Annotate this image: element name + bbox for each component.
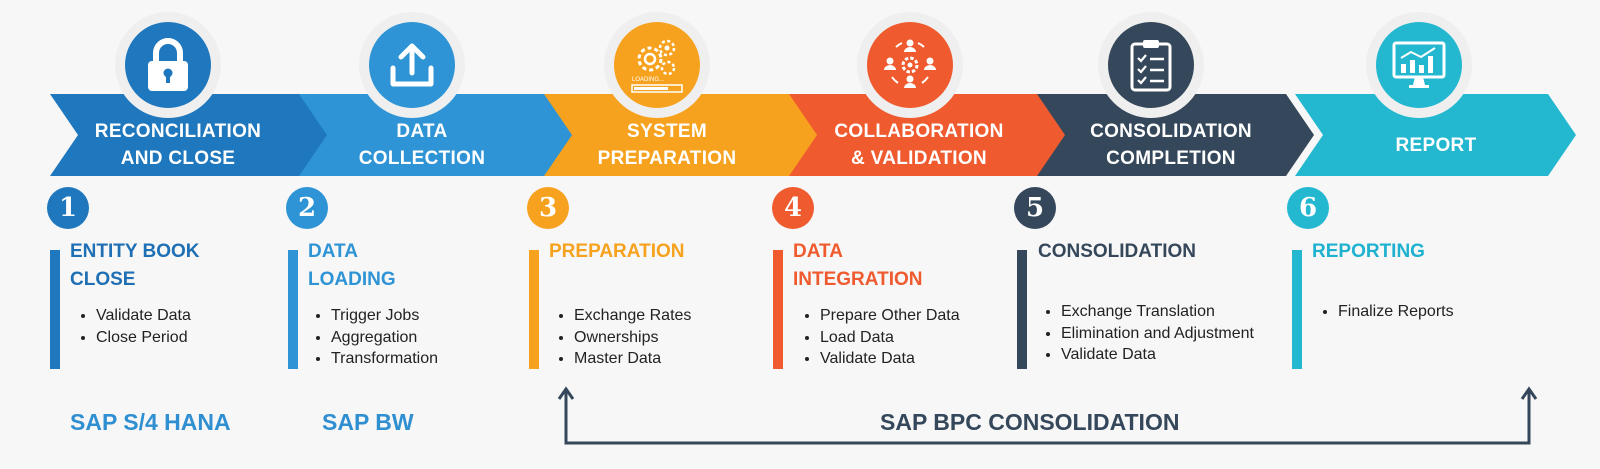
stage-6-icon-badge — [1366, 12, 1472, 118]
step-5-number: 5 — [1014, 187, 1056, 229]
system-label-bw: SAP BW — [322, 409, 414, 435]
list-item: Validate Data — [96, 305, 191, 327]
list-item: Validate Data — [1061, 344, 1254, 366]
step-4-list: Prepare Other Data Load Data Validate Da… — [794, 305, 960, 370]
list-item: Transformation — [331, 348, 438, 370]
list-item: Ownerships — [574, 327, 691, 349]
list-item: Load Data — [820, 327, 960, 349]
list-item: Prepare Other Data — [820, 305, 960, 327]
system-label-s4hana: SAP S/4 HANA — [70, 409, 231, 435]
step-3-list: Exchange Rates Ownerships Master Data — [548, 305, 691, 370]
team-gear-icon — [884, 39, 936, 88]
loading-caption: LOADING... — [632, 77, 664, 83]
step-5-list: Exchange Translation Elimination and Adj… — [1035, 301, 1254, 366]
upload-icon — [390, 43, 434, 87]
list-item: Finalize Reports — [1338, 301, 1454, 323]
list-item: Exchange Rates — [574, 305, 691, 327]
step-6-number: 6 — [1287, 187, 1329, 229]
chevron-stage-3 — [542, 94, 817, 176]
lock-icon — [148, 38, 188, 91]
step-2-number: 2 — [286, 187, 328, 229]
list-item: Master Data — [574, 348, 691, 370]
step-5-heading: CONSOLIDATION — [1038, 241, 1196, 262]
step-3-heading: PREPARATION — [549, 241, 685, 262]
bpc-arrow-right — [1520, 386, 1538, 400]
stage-6-title: REPORT — [1395, 134, 1477, 156]
chevron-stage-1 — [50, 94, 327, 176]
step-4-number: 4 — [772, 187, 814, 229]
step-1-number: 1 — [47, 187, 89, 229]
step-2-accent-bar — [288, 250, 298, 369]
stage-4-title: COLLABORATION& VALIDATION — [834, 121, 1004, 169]
step-3-number: 3 — [527, 187, 569, 229]
step-1-list: Validate Data Close Period — [70, 305, 191, 348]
monitor-chart-icon — [1392, 41, 1446, 88]
bpc-bracket-line — [564, 390, 1531, 445]
list-item: Close Period — [96, 327, 191, 349]
stage-2-icon-badge — [359, 12, 465, 118]
bpc-arrow-left — [557, 386, 575, 400]
step-6-list: Finalize Reports — [1312, 301, 1454, 323]
stage-3-icon-badge: LOADING... — [604, 12, 710, 118]
chevron-stage-6 — [1295, 94, 1576, 176]
stage-4-icon-badge — [857, 12, 963, 118]
process-banner — [50, 94, 1576, 176]
step-6-accent-bar — [1292, 250, 1302, 369]
list-item: Elimination and Adjustment — [1061, 323, 1254, 345]
stage-5-icon-badge — [1098, 12, 1204, 118]
step-3-accent-bar — [529, 250, 539, 369]
step-6-heading: REPORTING — [1312, 241, 1425, 262]
list-item: Trigger Jobs — [331, 305, 438, 327]
list-item: Exchange Translation — [1061, 301, 1254, 323]
system-label-bpc: SAP BPC CONSOLIDATION — [880, 409, 1180, 435]
stage-1-icon-badge — [115, 12, 221, 118]
clipboard-checklist-icon — [1130, 40, 1172, 92]
step-5-accent-bar — [1017, 250, 1027, 369]
step-4-accent-bar — [773, 250, 783, 369]
step-2-list: Trigger Jobs Aggregation Transformation — [305, 305, 438, 370]
chevron-stage-4 — [787, 94, 1065, 176]
list-item: Validate Data — [820, 348, 960, 370]
chevron-stage-2 — [297, 94, 572, 176]
bpc-bracket — [557, 386, 1538, 445]
step-1-accent-bar — [50, 250, 60, 369]
gears-loading-icon: LOADING... — [631, 39, 683, 93]
list-item: Aggregation — [331, 327, 438, 349]
chevron-stage-5 — [1035, 94, 1314, 176]
